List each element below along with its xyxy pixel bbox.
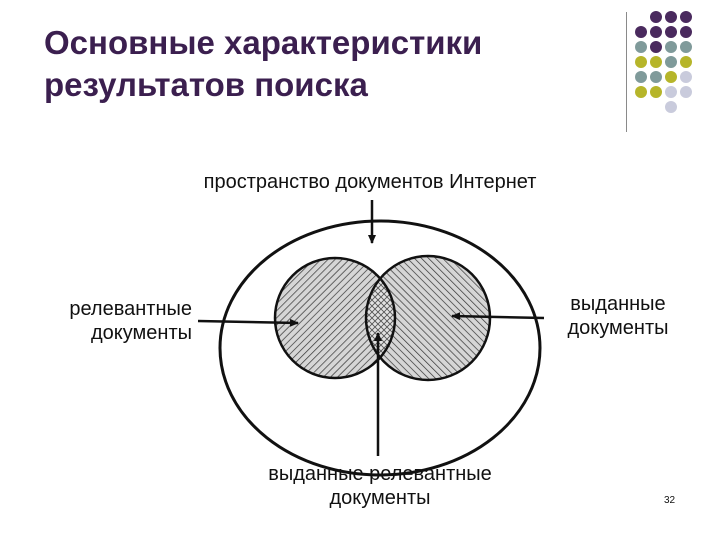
relevant-documents-label-line-2: документы bbox=[91, 322, 192, 344]
issued-documents-circle bbox=[366, 256, 490, 380]
decorative-dot bbox=[650, 56, 662, 68]
decorative-divider bbox=[626, 12, 627, 132]
decorative-dot bbox=[680, 26, 692, 38]
decorative-dot bbox=[650, 11, 662, 23]
decorative-dot bbox=[665, 26, 677, 38]
relevant-documents-label: релевантные документы bbox=[30, 297, 192, 345]
decorative-dot bbox=[680, 11, 692, 23]
issued-documents-label: выданные документы bbox=[548, 292, 688, 340]
decorative-dot bbox=[635, 56, 647, 68]
decorative-dot bbox=[650, 71, 662, 83]
page-number: 32 bbox=[664, 495, 676, 506]
internet-space-label: пространство документов Интернет bbox=[203, 171, 537, 193]
relevant-documents-outline bbox=[273, 256, 397, 380]
relevant-documents-label-line-1: релевантные bbox=[69, 298, 192, 320]
issued-relevant-documents-label-line-2: документы bbox=[329, 487, 431, 509]
decorative-dot bbox=[650, 26, 662, 38]
decorative-dot-grid bbox=[635, 11, 692, 113]
decorative-dot bbox=[665, 86, 677, 98]
slide-title-line-2: результатов поиска bbox=[44, 66, 368, 103]
decorative-dot bbox=[635, 26, 647, 38]
issued-documents-label-line-2: документы bbox=[567, 317, 669, 339]
issued-documents-label-line-1: выданные bbox=[570, 293, 666, 315]
decorative-dot bbox=[680, 41, 692, 53]
decorative-dot bbox=[680, 71, 692, 83]
decorative-dot bbox=[665, 41, 677, 53]
decorative-dot bbox=[665, 101, 677, 113]
decorative-dot bbox=[665, 11, 677, 23]
relevant-documents-circle bbox=[275, 258, 395, 378]
decorative-dot bbox=[635, 71, 647, 83]
arrow-relevant-documents bbox=[197, 318, 299, 327]
decorative-dot bbox=[635, 86, 647, 98]
decorative-dot bbox=[650, 86, 662, 98]
issued-relevant-documents-label-line-1: выданные релевантные bbox=[268, 463, 492, 485]
slide-title: Основные характеристики результатов поис… bbox=[44, 22, 604, 106]
arrow-issued-documents bbox=[451, 312, 545, 321]
decorative-dot bbox=[680, 56, 692, 68]
decorative-dot bbox=[665, 56, 677, 68]
decorative-dot bbox=[665, 71, 677, 83]
issued-relevant-documents-label: выданные релевантные документы bbox=[220, 462, 540, 510]
decorative-dot bbox=[650, 41, 662, 53]
decorative-dot bbox=[635, 41, 647, 53]
slide-title-line-1: Основные характеристики bbox=[44, 24, 483, 61]
decorative-dot bbox=[680, 86, 692, 98]
